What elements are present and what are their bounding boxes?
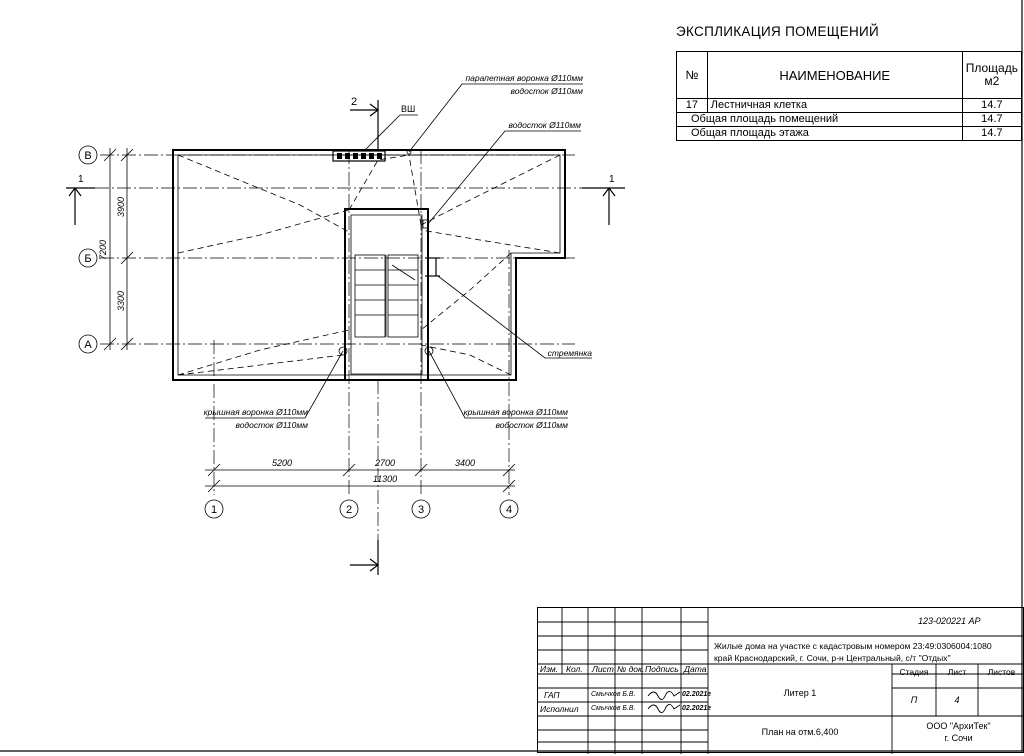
dim-3400: 3400 [455,458,475,468]
axis-row-a: А [84,339,92,351]
explication-title: ЭКСПЛИКАЦИЯ ПОМЕЩЕНИЙ [676,24,880,39]
label-roof-downpipe-left: водосток Ø110мм [235,420,308,430]
axis-col-4: 4 [506,504,512,516]
name-gap: Смычков Б.В. [591,691,636,698]
dim-5200: 5200 [272,458,292,468]
dim-11300: 11300 [373,474,397,484]
table-row: 17 Лестничная клетка 14.7 [676,98,1023,113]
title-block: 123-020221 АР Жилые дома на участке с ка… [537,607,1024,754]
company-name: ООО "АрхиТек" [926,721,991,731]
col-izm: Изм. [540,664,559,674]
label-ladder: стремянка [548,348,593,358]
total-floor-row: Общая площадь этажа 14.7 [676,126,1023,141]
sheet-value: 4 [954,695,960,705]
stage-value: П [910,695,918,705]
label-downpipe: водосток Ø110мм [508,120,581,130]
label-parapet-funnel: парапетная воронка Ø110мм [466,73,584,83]
dim-3900: 3900 [116,197,126,217]
doc-code: 123-020221 АР [918,616,981,626]
col-doc: № док. [617,664,645,674]
row-no: 17 [676,98,708,113]
col-kol: Кол. [566,664,583,674]
axis-col-2: 2 [346,504,352,516]
company-city: г. Сочи [944,733,973,743]
title-block-grid [538,608,1024,754]
project-line-2: край Краснодарский, г. Сочи, р-н Централ… [714,653,951,663]
vent-label: ВШ [401,104,415,114]
total-rooms-label: Общая площадь помещений [676,112,963,127]
axis-row-b: Б [84,253,91,265]
row-area: 14.7 [961,98,1023,113]
sheet-label: Лист [947,667,967,677]
stage-label: Стадия [899,667,929,677]
label-roof-downpipe-right: водосток Ø110мм [495,420,568,430]
section-1-left: 1 [78,174,84,185]
section-2-top: 2 [351,96,357,108]
date-executor: 02.2021г [682,705,712,712]
sheets-label: Листов [987,667,1016,677]
section-1-right: 1 [609,174,615,185]
axis-row-v: В [84,150,91,162]
label-parapet-downpipe: водосток Ø110мм [510,86,583,96]
drawing-title: План на отм.6,400 [761,727,839,737]
col-sign: Подпись [645,664,679,674]
signature-1 [647,691,681,700]
project-line-1: Жилые дома на участке с кадастровым номе… [714,641,992,651]
total-floor-area: 14.7 [961,126,1023,141]
total-rooms-area: 14.7 [961,112,1023,127]
name-executor: Смычков Б.В. [591,705,636,712]
role-gap: ГАП [544,690,560,700]
row-name: Лестничная клетка [706,98,963,113]
col-date: Дата [684,664,707,674]
header-no: № [676,51,708,99]
dim-3300: 3300 [116,291,126,311]
total-rooms-row: Общая площадь помещений 14.7 [676,112,1023,127]
role-executor: Исполнил [540,704,579,714]
dim-2700: 2700 [374,458,395,468]
signature-2 [647,704,681,713]
col-list: Лист [592,664,614,674]
object-name: Литер 1 [783,688,817,698]
label-roof-funnel-left: крышная воронка Ø110мм [204,407,309,417]
axis-col-1: 1 [211,504,217,516]
header-name: НАИМЕНОВАНИЕ [706,51,963,99]
dim-7200: 7200 [98,240,108,260]
label-roof-funnel-right: крышная воронка Ø110мм [464,407,569,417]
axis-col-3: 3 [418,504,424,516]
total-floor-label: Общая площадь этажа [676,126,963,141]
date-gap: 02.2021г [682,691,712,698]
